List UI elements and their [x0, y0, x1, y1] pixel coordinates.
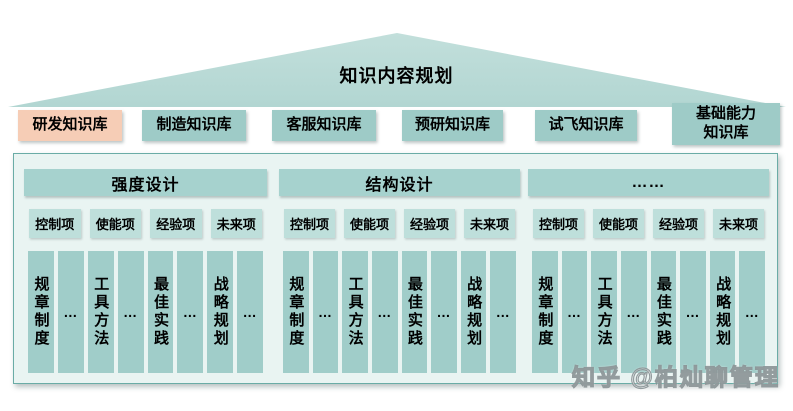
column-regulations: 规章制度 — [532, 251, 558, 373]
sub-item-row: 控制项 使能项 经验项 未来项 — [24, 209, 267, 238]
column-bar-row: 规章制度 … 工具方法 … 最佳实践 … 战略规划 … — [24, 251, 267, 373]
column-strategic-planning: 战略规划 — [709, 251, 736, 373]
column-tools-methods: 工具方法 — [591, 251, 617, 373]
group-header: 结构设计 — [279, 169, 520, 196]
sub-item-enable: 使能项 — [344, 209, 395, 238]
column-ellipsis: … — [620, 251, 647, 373]
sub-item-control: 控制项 — [29, 209, 81, 238]
kb-box-customer-service: 客服知识库 — [272, 110, 376, 141]
column-ellipsis: … — [117, 251, 144, 373]
sub-item-future: 未来项 — [464, 209, 515, 238]
column-ellipsis: … — [177, 251, 204, 373]
sub-item-experience: 经验项 — [404, 209, 455, 238]
watermark: 知乎 @柏灿聊管理 — [571, 363, 780, 390]
column-ellipsis: … — [739, 251, 765, 373]
group-more: …… 控制项 使能项 经验项 未来项 规章制度 … 工具方法 … 最佳实践 … … — [528, 169, 769, 373]
column-tools-methods: 工具方法 — [87, 251, 114, 373]
column-bar-row: 规章制度 … 工具方法 … 最佳实践 … 战略规划 … — [279, 251, 520, 373]
column-strategic-planning: 战略规划 — [207, 251, 234, 373]
column-best-practice: 最佳实践 — [147, 251, 174, 373]
group-strength-design: 强度设计 控制项 使能项 经验项 未来项 规章制度 … 工具方法 … 最佳实践 … — [24, 169, 267, 373]
sub-item-enable: 使能项 — [593, 209, 644, 238]
sub-item-row: 控制项 使能项 经验项 未来项 — [528, 209, 769, 238]
column-ellipsis: … — [237, 251, 263, 373]
group-structure-design: 结构设计 控制项 使能项 经验项 未来项 规章制度 … 工具方法 … 最佳实践 … — [279, 169, 520, 373]
column-ellipsis: … — [490, 251, 516, 373]
group-header: 强度设计 — [24, 169, 267, 196]
column-regulations: 规章制度 — [28, 251, 54, 373]
column-best-practice: 最佳实践 — [650, 251, 677, 373]
column-tools-methods: 工具方法 — [342, 251, 368, 373]
column-strategic-planning: 战略规划 — [460, 251, 487, 373]
diagram-title: 知识内容规划 — [339, 66, 454, 86]
column-ellipsis: … — [371, 251, 398, 373]
sub-item-future: 未来项 — [713, 209, 764, 238]
sub-item-experience: 经验项 — [150, 209, 202, 238]
sub-item-control: 控制项 — [284, 209, 335, 238]
kb-box-manufacturing: 制造知识库 — [142, 110, 246, 141]
sub-item-experience: 经验项 — [653, 209, 704, 238]
sub-item-enable: 使能项 — [89, 209, 141, 238]
sub-item-future: 未来项 — [210, 209, 262, 238]
column-ellipsis: … — [680, 251, 706, 373]
column-ellipsis: … — [431, 251, 457, 373]
kb-box-basic-capability: 基础能力 知识库 — [672, 103, 780, 145]
column-ellipsis: … — [312, 251, 339, 373]
sub-item-row: 控制项 使能项 经验项 未来项 — [279, 209, 520, 238]
kb-box-flight-test: 试飞知识库 — [535, 110, 637, 141]
main-panel: 强度设计 控制项 使能项 经验项 未来项 规章制度 … 工具方法 … 最佳实践 … — [13, 153, 778, 384]
kb-box-research-dev: 研发知识库 — [18, 110, 122, 141]
column-ellipsis: … — [561, 251, 588, 373]
column-bar-row: 规章制度 … 工具方法 … 最佳实践 … 战略规划 … — [528, 251, 769, 373]
column-ellipsis: … — [57, 251, 84, 373]
group-header: …… — [528, 169, 769, 196]
kb-box-pre-research: 预研知识库 — [402, 110, 503, 141]
column-best-practice: 最佳实践 — [401, 251, 428, 373]
sub-item-control: 控制项 — [533, 209, 584, 238]
column-regulations: 规章制度 — [283, 251, 309, 373]
